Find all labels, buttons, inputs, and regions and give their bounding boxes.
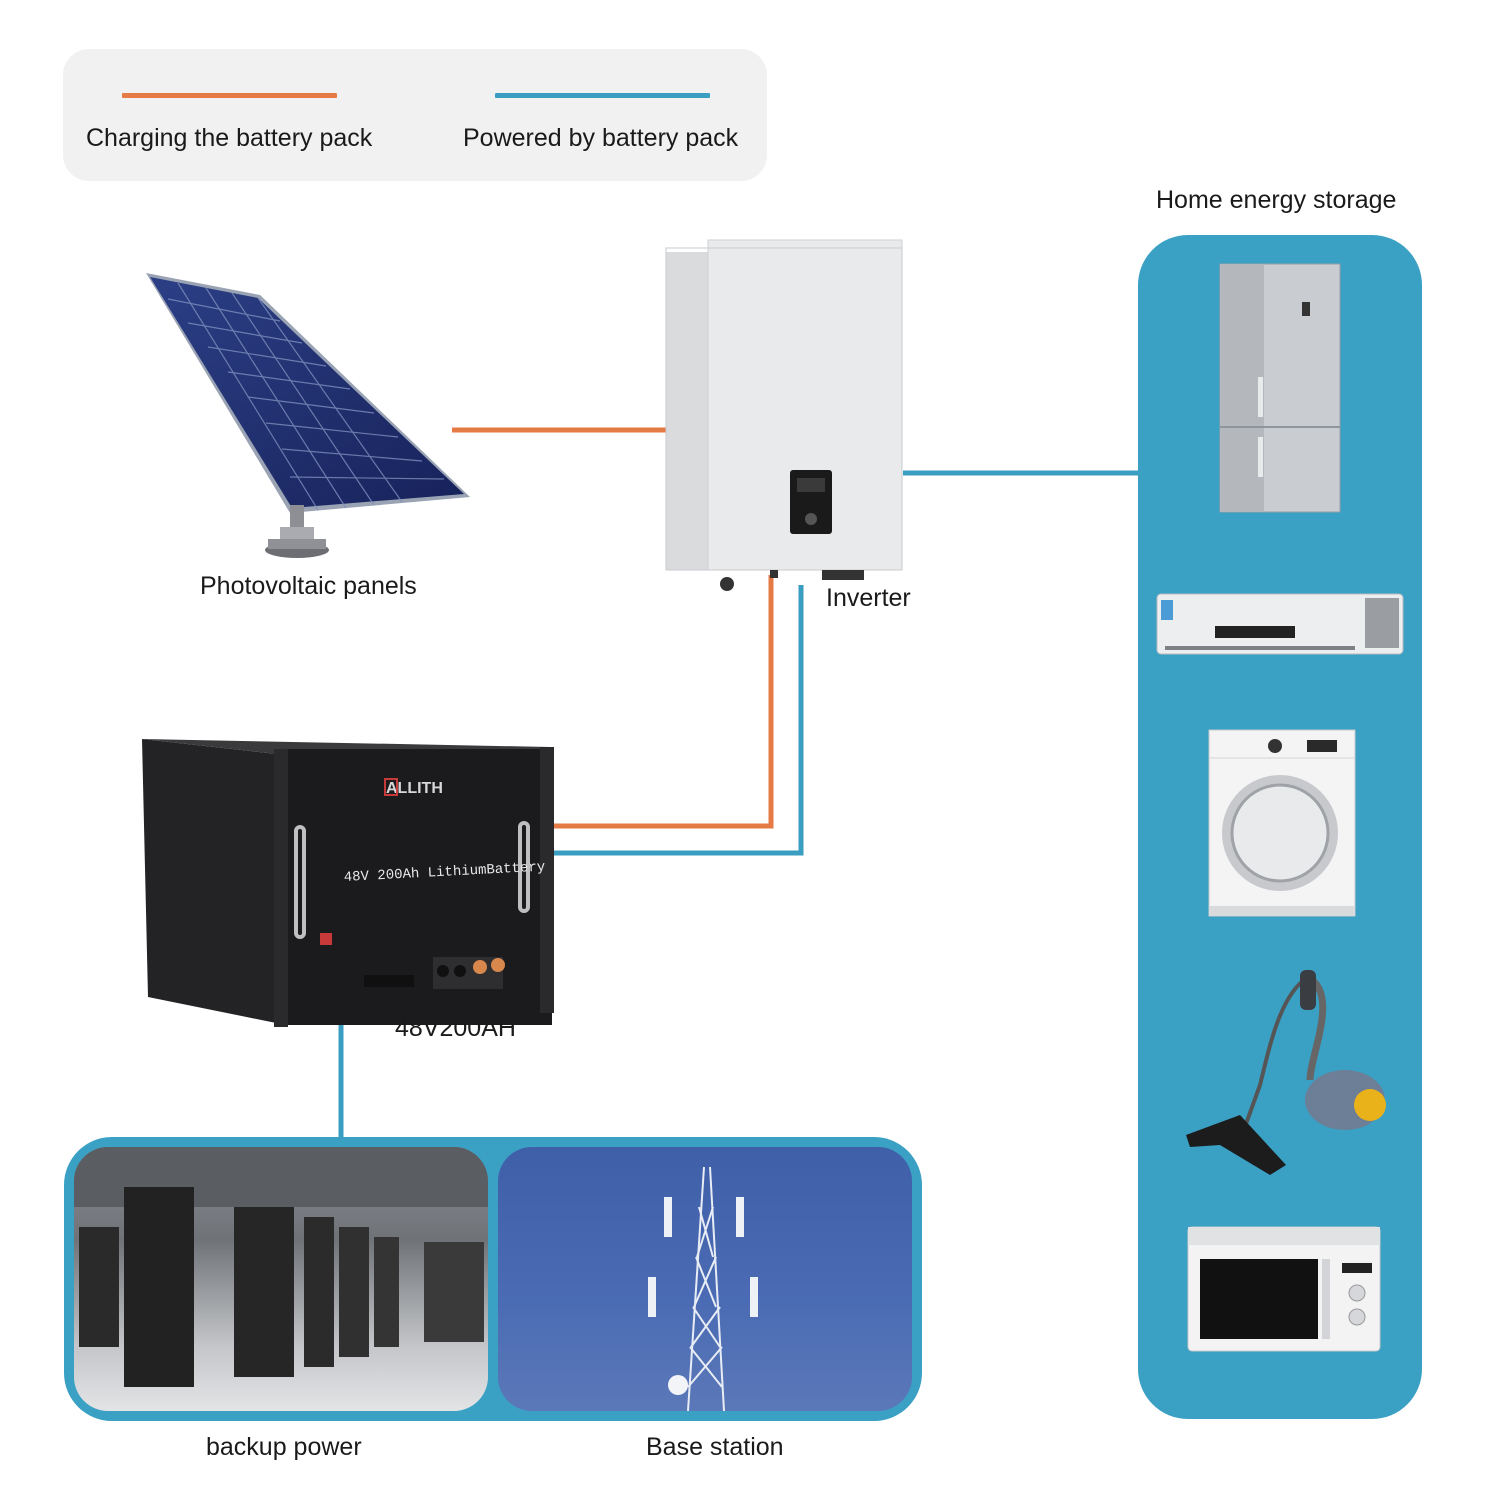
battery-icon: ALLITH 48V 200Ah LithiumBattery (142, 739, 554, 1027)
wire-inverter-battery-power (550, 585, 804, 856)
legend-charging-line (122, 93, 337, 98)
backup-power-label: backup power (206, 1433, 362, 1461)
solar-panel-icon (146, 273, 470, 558)
air-conditioner-icon (1156, 593, 1404, 655)
legend-powered-label: Powered by battery pack (463, 124, 739, 152)
pv-label: Photovoltaic panels (200, 572, 417, 600)
backup-power-image (74, 1147, 488, 1411)
legend-powered-line (495, 93, 710, 98)
legend (63, 49, 767, 181)
inverter-icon (665, 239, 903, 591)
microwave-icon (1187, 1226, 1381, 1352)
legend-charging-label: Charging the battery pack (86, 124, 373, 152)
wire-inverter-battery-charge (550, 575, 774, 829)
base-station-image (498, 1147, 912, 1411)
battery-brand: ALLITH (386, 780, 443, 797)
home-title: Home energy storage (1156, 186, 1397, 214)
battery-label: 48V200AH (395, 1014, 516, 1042)
washing-machine-icon (1208, 729, 1356, 917)
inverter-label: Inverter (826, 584, 911, 612)
base-station-label: Base station (646, 1433, 784, 1461)
refrigerator-icon (1219, 263, 1341, 513)
vacuum-cleaner-icon (1186, 970, 1386, 1175)
